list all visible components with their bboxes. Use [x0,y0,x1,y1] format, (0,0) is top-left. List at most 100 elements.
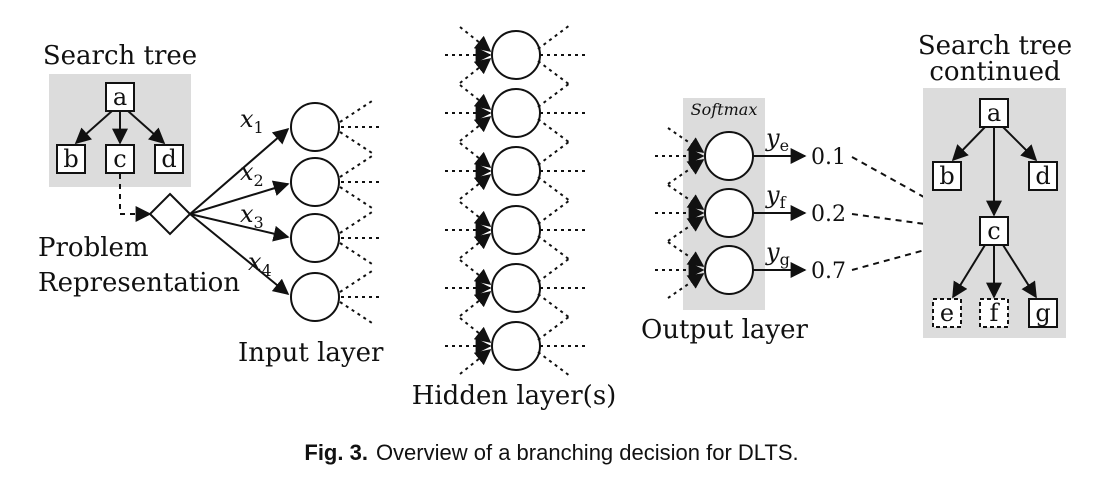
output-neuron-f [704,188,754,238]
input-neuron-1 [290,102,340,152]
softmax-label: Softmax [691,100,758,119]
input-var-x4: x4 [248,248,272,280]
input-out-edge [339,100,373,123]
hidden-in-edge [459,259,492,285]
hidden-out-edge [537,176,571,202]
tree-node-d-label: d [161,145,176,173]
tree2-node-d-label: d [1035,162,1050,190]
output-in-edge [667,216,705,242]
tree-node-a [105,82,135,112]
problem-representation-diamond [148,192,192,236]
prob-e-to-c-edge [851,156,978,227]
output-layer: Softmax ye yf yg 0.1 0.2 0.7 Output laye… [641,98,846,345]
search-tree-continued-title-line1: Search tree [918,31,1072,61]
hidden-out-edge [537,315,571,341]
hidden-in-edge [459,58,492,84]
tree-node-b [56,144,86,174]
hidden-layer-label: Hidden layer(s) [412,381,617,411]
input-edge-3 [189,213,290,242]
tree2-node-a-label: a [987,99,1001,127]
input-out-edge [339,186,373,209]
output-var-yf: yf [765,181,787,212]
tree2-node-f-label: f [990,299,1001,327]
tree2-edge-c-e [952,244,986,299]
search-tree-continued-title-line2: continued [929,57,1060,87]
hidden-neuron [491,30,541,80]
tree2-edge-a-d [1002,126,1038,162]
input-out-edge [339,301,373,324]
hidden-neuron [491,205,541,255]
output-in-edge [667,184,705,210]
input-neuron-3 [290,213,340,263]
hidden-in-edge [459,291,492,317]
output-in-edge [667,241,705,267]
tree-node-b-label: b [63,145,78,173]
input-out-edge [339,131,373,154]
input-edge-1 [189,127,290,215]
tree-edge-a-b [74,110,113,145]
input-out-edge [339,155,373,178]
hidden-out-edge [537,293,571,319]
figure-label: Fig. 3. [304,440,368,465]
input-out-edge [339,270,373,293]
input-edge-2 [189,180,290,215]
hidden-in-edge [459,174,492,200]
input-var-x2: x2 [240,158,264,190]
hidden-in-edge [459,84,492,110]
hidden-neuron [491,321,541,371]
hidden-in-edge [459,349,492,375]
tree2-node-e-label: e [940,299,954,327]
input-layer: x1 x2 x3 x4 Input layer [189,100,384,368]
input-layer-label: Input layer [238,338,384,368]
hidden-neuron [491,146,541,196]
hidden-neuron [491,88,541,138]
output-prob-g: 0.7 [811,259,846,284]
tree-edge-a-d [127,110,166,145]
input-edge-4 [189,213,290,296]
tree2-node-a [979,98,1009,128]
tree2-node-d [1028,161,1058,191]
hidden-in-edge [459,116,492,142]
output-in-edge [667,159,705,185]
hidden-out-edge [537,351,571,377]
hidden-out-edge [537,60,571,86]
tree2-node-b-label: b [939,162,954,190]
output-in-edge [667,273,705,299]
tree-node-d [154,144,184,174]
input-var-x3: x3 [240,200,264,232]
hidden-out-edge [537,235,571,261]
state-to-representation-edge [119,174,152,222]
hidden-in-edge [459,201,492,227]
search-tree-continued: Search tree continued a b c d e f g [918,31,1072,338]
figure-caption: Fig. 3.Overview of a branching decision … [0,440,1103,466]
tree-node-c-label: c [113,145,126,173]
input-out-edge [339,242,373,265]
output-layer-label: Output layer [641,315,809,345]
tree2-node-b [932,161,962,191]
search-tree-title: Search tree [43,41,197,71]
problem-representation-label-line1: Problem [38,233,149,263]
hidden-out-edge [537,24,571,50]
problem-representation-label-line2: Representation [38,268,240,298]
tree-node-c [105,144,135,174]
hidden-layer: Hidden layer(s) [412,24,617,411]
output-neuron-g [704,245,754,295]
output-neuron-e [704,131,754,181]
search-tree: Search tree a b c d [43,41,197,187]
tree2-node-c-label: c [987,217,1000,245]
input-out-edge [339,211,373,234]
dlts-diagram: Search tree a b c d Problem Representati… [38,24,1072,411]
input-neuron-4 [290,272,340,322]
output-in-edge [667,127,705,153]
hidden-out-edge [537,199,571,225]
hidden-out-edge [537,140,571,166]
tree2-node-f [979,298,1009,328]
hidden-in-edge [459,26,492,52]
hidden-out-edge [537,257,571,283]
tree2-edge-a-b [951,126,986,162]
hidden-in-edge [459,233,492,259]
tree2-node-g-label: g [1035,299,1050,327]
tree-node-a-label: a [113,83,127,111]
input-var-x1: x1 [240,105,264,137]
output-prob-f: 0.2 [811,202,846,227]
